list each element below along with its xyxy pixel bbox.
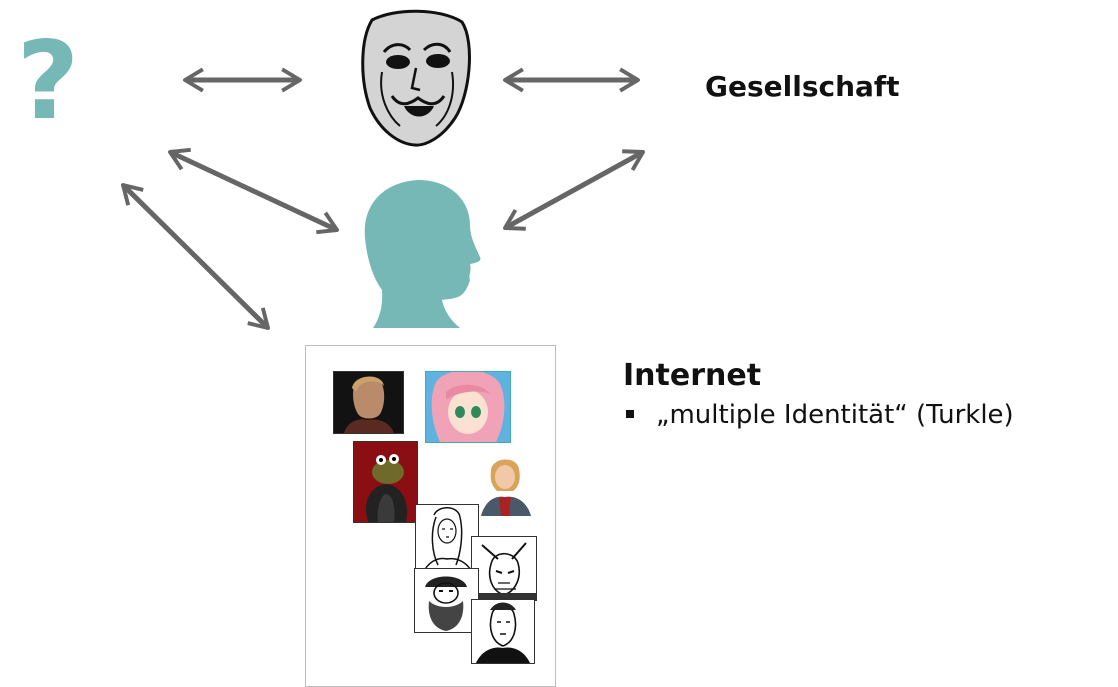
- question-mark: ?: [16, 19, 80, 144]
- head-silhouette-icon: [364, 180, 481, 328]
- avatar-collage: [305, 345, 556, 687]
- avatar-anime-girl: [425, 371, 511, 443]
- internet-title: Internet: [623, 358, 762, 393]
- avatar-sketch-woman: [415, 504, 479, 576]
- arrow-question-person: [168, 147, 339, 235]
- avatar-sketch-dwarf: [414, 568, 479, 633]
- internet-bullet-text: „multiple Identität“ (Turkle): [656, 400, 1014, 430]
- avatar-penguin-cartoon: [353, 441, 418, 523]
- society-label: Gesellschaft: [705, 70, 900, 103]
- avatar-blonde-woman: [477, 453, 533, 516]
- avatar-sketch-man: [471, 599, 535, 664]
- arrow-society-person: [503, 149, 645, 231]
- avatar-man-portrait: [333, 371, 404, 434]
- bullet-square-icon: [626, 410, 634, 418]
- arrow-question-internet: [121, 183, 270, 330]
- theater-mask-icon: [361, 9, 471, 147]
- internet-bullet-item: „multiple Identität“ (Turkle): [626, 400, 1014, 430]
- avatar-sketch-creature: [471, 536, 537, 601]
